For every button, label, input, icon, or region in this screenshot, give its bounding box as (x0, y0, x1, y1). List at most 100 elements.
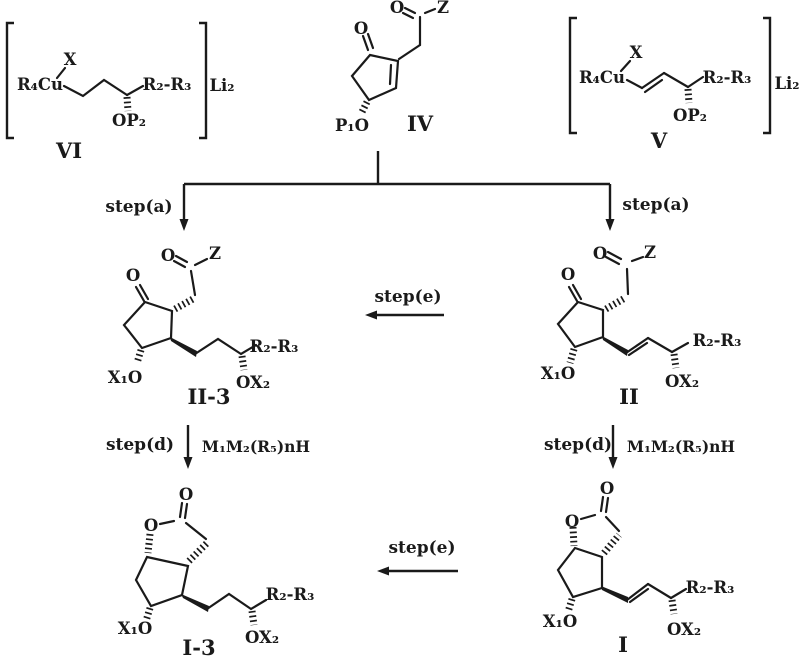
atom-label-lactone-o: O (179, 485, 193, 504)
atom-label-z: Z (644, 243, 656, 262)
bold-wedge (601, 586, 628, 603)
atom-label-ox2: OX₂ (665, 372, 699, 391)
atom-label-ketone-o: O (126, 266, 140, 285)
step-a-left-label: step(a) (105, 197, 172, 217)
left-bracket (568, 16, 577, 135)
atom-label-ring-o: O (565, 512, 579, 531)
atom-label-r2r3: R₂-R₃ (143, 75, 192, 94)
hashed-wedge (684, 88, 693, 104)
atom-label-chain-o: O (161, 246, 175, 265)
atom-label-r2r3: R₂-R₃ (703, 68, 752, 87)
structure-label-i: I (618, 632, 628, 657)
structure-label-vi: VI (55, 138, 82, 163)
hashed-wedge (133, 348, 145, 365)
atom-label-op2: OP₂ (673, 106, 707, 125)
bold-wedge (181, 594, 209, 612)
atom-label-r2r3: R₂-R₃ (266, 585, 315, 604)
hashed-wedge (238, 355, 248, 371)
hashed-wedge (670, 353, 680, 369)
atom-label-p1o: P₁O (335, 116, 369, 135)
step-a-right-label: step(a) (622, 195, 689, 215)
arrow-step-d-left (183, 457, 193, 469)
hashed-wedge (357, 100, 371, 116)
bond-skeleton (122, 254, 258, 371)
hashed-wedge (248, 610, 258, 626)
hashed-wedge (566, 348, 578, 364)
step-d-right-reagent: M₁M₂(R₅)nH (627, 437, 735, 456)
bold-wedge (170, 337, 197, 357)
left-bracket (5, 21, 14, 140)
atom-label-x1o: X₁O (541, 364, 575, 383)
atom-label-ox2: OX₂ (245, 628, 279, 647)
step-e-bottom-label: step(e) (388, 538, 455, 558)
bond-skeleton (134, 501, 268, 626)
atom-label-ketone-o: O (561, 265, 575, 284)
atom-label-z: Z (209, 244, 221, 263)
atom-label-li2: Li₂ (774, 74, 799, 93)
atom-label-ketone-o: O (354, 19, 368, 38)
structure-label-i-3: I-3 (182, 635, 215, 657)
hashed-wedge (564, 597, 576, 614)
structure-v: R₄Cu X R₂-R₃ OP₂ Li₂ V (568, 16, 800, 153)
atom-label-x1o: X₁O (543, 612, 577, 631)
step-d-left-label: step(d) (106, 435, 174, 455)
atom-label-x1o: X₁O (108, 368, 142, 387)
arrow-step-a-left (179, 219, 189, 231)
hashed-wedge (144, 533, 154, 554)
bond-skeleton (350, 6, 437, 116)
structure-i: O O R₂-R₃ OX₂ X₁O I (543, 479, 735, 657)
step-d-left-reagent: M₁M₂(R₅)nH (202, 437, 310, 456)
structure-label-v: V (650, 128, 668, 153)
structure-i-3: O O R₂-R₃ OX₂ X₁O I-3 (118, 485, 315, 657)
hashed-wedge (601, 532, 622, 556)
structure-label-ii-3: II-3 (188, 384, 231, 409)
arrow-step-e-top (365, 310, 377, 320)
atom-label-lactone-o: O (600, 479, 614, 498)
structure-iv: O Z O P₁O IV (335, 0, 449, 136)
atom-label-x1o: X₁O (118, 619, 152, 638)
atom-label-ring-o: O (144, 516, 158, 535)
hashed-wedge (123, 96, 132, 112)
atom-label-r4cu: R₄Cu (579, 68, 625, 87)
step-e-top-label: step(e) (374, 287, 441, 307)
branch-connector: step(a) step(a) (105, 151, 690, 231)
atom-label-chain-o: O (593, 244, 607, 263)
arrow-step-a-right (605, 219, 615, 231)
structure-label-iv: IV (407, 111, 434, 136)
atom-label-li2: Li₂ (209, 76, 234, 95)
hashed-wedge (604, 294, 627, 313)
step-d-right-label: step(d) (544, 435, 612, 455)
step-d-right: step(d) M₁M₂(R₅)nH (544, 425, 735, 469)
atom-label-z: Z (437, 0, 449, 17)
atom-label-op2: OP₂ (112, 111, 146, 130)
step-e-bottom: step(e) (377, 538, 458, 576)
atom-label-x: X (64, 50, 77, 69)
step-e-top: step(e) (365, 287, 444, 320)
arrow-step-e-bottom (377, 566, 389, 576)
atom-label-x: X (630, 43, 643, 62)
hashed-wedge (668, 599, 678, 615)
bond-skeleton (556, 495, 688, 615)
bond-skeleton (55, 66, 145, 112)
atom-label-ox2: OX₂ (236, 373, 270, 392)
atom-label-r2r3: R₂-R₃ (250, 337, 299, 356)
right-bracket (199, 21, 208, 140)
arrow-step-d-right (608, 457, 618, 469)
atom-label-r2r3: R₂-R₃ (686, 578, 735, 597)
structure-ii: O O Z R₂-R₃ OX₂ X₁O II (541, 243, 742, 409)
bond-skeleton (556, 250, 690, 369)
hashed-wedge (186, 540, 210, 564)
hashed-wedge (569, 526, 578, 547)
atom-label-chain-o: O (390, 0, 404, 17)
step-d-left: step(d) M₁M₂(R₅)nH (106, 425, 310, 469)
bold-wedge (602, 336, 628, 356)
atom-label-ox2: OX₂ (667, 620, 701, 639)
atom-label-r4cu: R₄Cu (17, 75, 63, 94)
bond-skeleton (619, 59, 705, 104)
hashed-wedge (173, 295, 195, 313)
structure-label-ii: II (619, 384, 639, 409)
structure-ii-3: O O Z R₂-R₃ OX₂ X₁O II-3 (108, 244, 299, 409)
atom-label-r2r3: R₂-R₃ (693, 331, 742, 350)
